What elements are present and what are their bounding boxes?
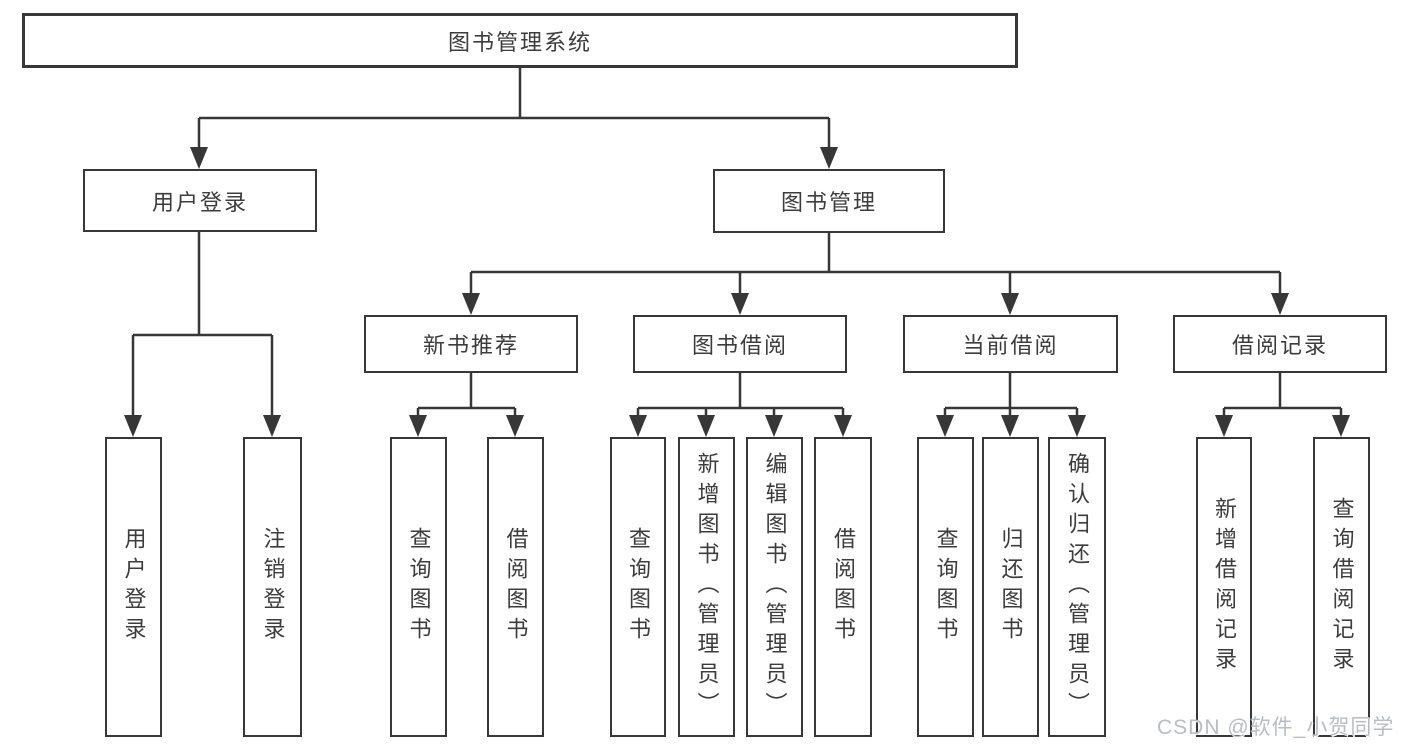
node-book-management: 图书管理 [713,169,945,233]
leaf-confirm-return-admin: 确认归还（管理员） [1048,437,1106,737]
node-current-borrowing: 当前借阅 [903,315,1118,373]
leaf-user-login: 用户登录 [105,437,162,737]
node-root: 图书管理系统 [22,13,1018,68]
leaf-add-borrow-record: 新增借阅记录 [1196,437,1252,737]
node-borrowing-records: 借阅记录 [1173,315,1387,373]
leaf-borrow-books-recommend: 借阅图书 [487,437,544,737]
leaf-query-books-current: 查询图书 [917,437,974,737]
node-book-borrowing: 图书借阅 [633,315,847,373]
leaf-query-borrow-record: 查询借阅记录 [1313,437,1370,737]
node-user-login: 用户登录 [83,169,317,232]
watermark: CSDN @软件_小贺同学 [1157,716,1395,739]
leaf-add-books-admin: 新增图书（管理员） [678,437,735,737]
leaf-borrow-books: 借阅图书 [814,437,872,737]
node-new-book-recommend: 新书推荐 [364,315,578,373]
leaf-logout: 注销登录 [243,437,302,737]
arrowheads [124,147,1350,437]
leaf-query-books-borrow: 查询图书 [610,437,666,737]
leaf-return-books: 归还图书 [982,437,1039,737]
leaf-edit-books-admin: 编辑图书（管理员） [746,437,803,737]
leaf-query-books-recommend: 查询图书 [390,437,447,737]
